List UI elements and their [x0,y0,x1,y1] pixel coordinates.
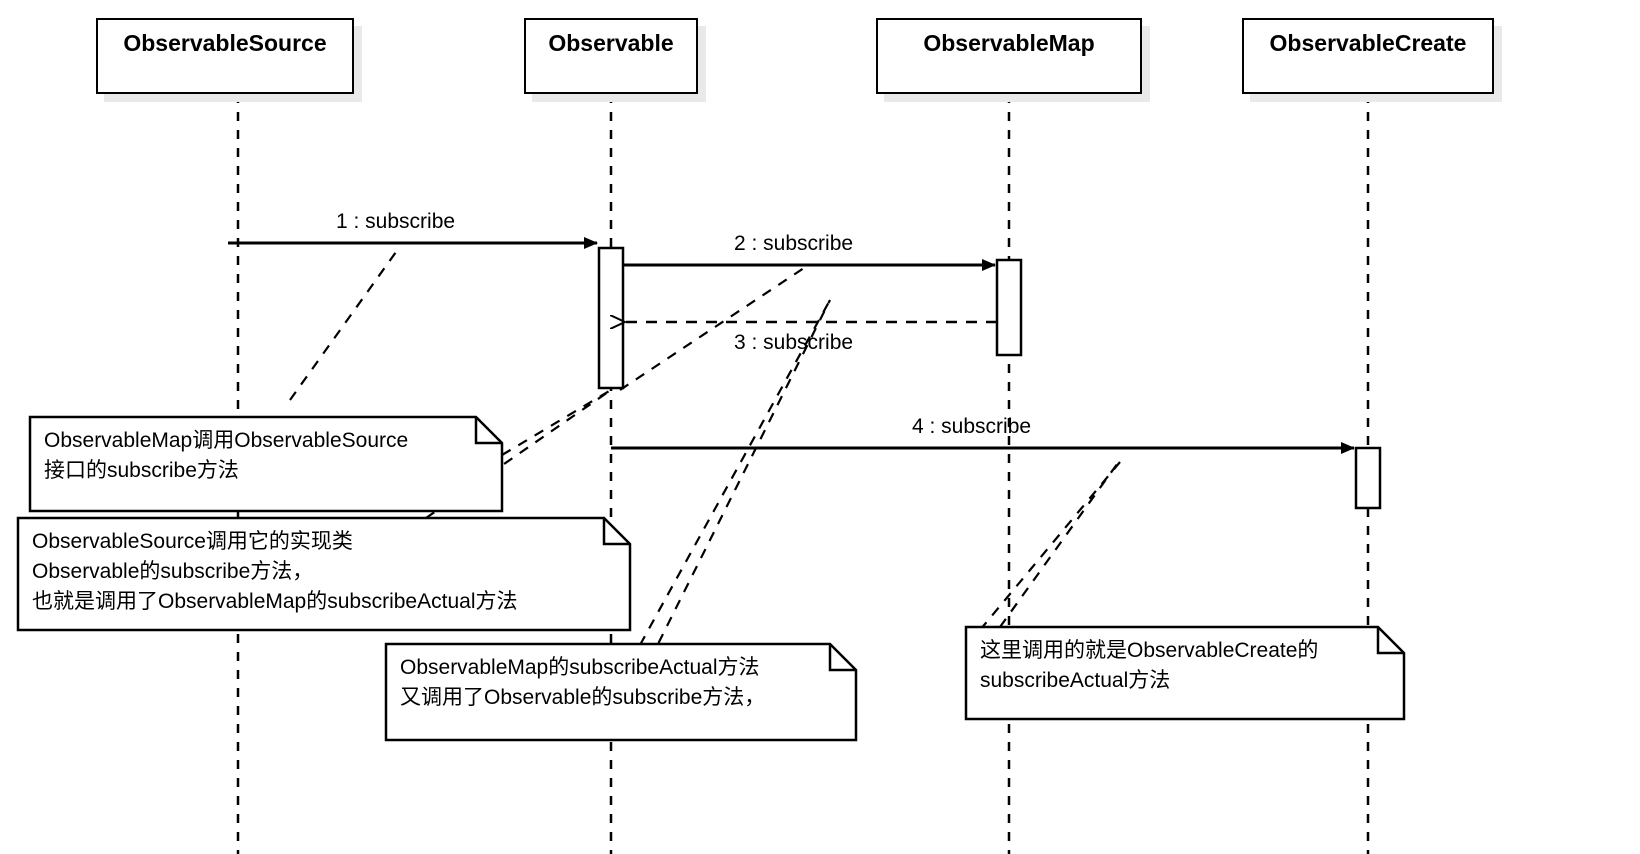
lifeline-header-observable-map[interactable]: ObservableMap [876,18,1142,94]
note-map-subscribeactual-body [384,642,858,742]
lifeline-title-observable-map: ObservableMap [923,30,1095,56]
annotation-leader-link-3 [639,299,831,646]
lifeline-title-observable-source: ObservableSource [123,30,327,56]
note-map-subscribeactual-text: ObservableMap的subscribeActual方法 又调用了Obse… [400,656,766,709]
activation-observable-create [1354,446,1382,510]
lifeline-header-observable-source[interactable]: ObservableSource [96,18,354,94]
note-anchor-note-create-subscribeactual [999,459,1121,628]
note-create-subscribeactual[interactable]: 这里调用的就是ObservableCreate的 subscribeActual… [966,627,1404,719]
annotation-leader-link-1 [289,251,397,401]
note-create-subscribeactual-fold-icon [1376,627,1404,655]
note-source-calls-observable-fold-icon [602,518,630,546]
lifeline-title-observable-create: ObservableCreate [1269,30,1467,56]
annotation-links-layer [289,251,1121,661]
note-anchor-note-observablemap-calls-source [501,389,612,456]
lifeline-title-observable: Observable [548,30,674,56]
message-4-label: 4 : subscribe [912,415,1032,438]
lifeline-header-observable-create[interactable]: ObservableCreate [1242,18,1494,94]
note-create-subscribeactual-text: 这里调用的就是ObservableCreate的 subscribeActual… [980,639,1319,692]
lifeline-header-observable[interactable]: Observable [524,18,698,94]
note-source-calls-observable-text: ObservableSource调用它的实现类 Observable的subsc… [32,530,518,613]
annotation-leader-link-4 [979,461,1121,631]
note-observablemap-calls-source-fold-icon [474,417,502,445]
activations-layer [597,246,1382,510]
note-source-calls-observable[interactable]: ObservableSource调用它的实现类 Observable的subsc… [18,518,630,630]
note-map-subscribeactual[interactable]: ObservableMap的subscribeActual方法 又调用了Obse… [386,644,856,740]
messages-layer [228,237,1355,454]
message-3-label: 3 : subscribe [734,331,854,354]
note-source-calls-observable-body [16,516,632,632]
note-observablemap-calls-source[interactable]: ObservableMap调用ObservableSource 接口的subsc… [30,417,502,511]
note-observablemap-calls-source-body [28,415,504,513]
activation-observable [597,246,625,390]
note-create-subscribeactual-body [964,625,1406,721]
activation-observable-map [995,258,1023,357]
note-map-subscribeactual-fold-icon [828,644,856,672]
message-1-label: 1 : subscribe [336,210,456,233]
note-shapes-layer [16,415,1406,742]
note-observablemap-calls-source-text: ObservableMap调用ObservableSource 接口的subsc… [44,429,409,482]
message-2-label: 2 : subscribe [734,232,854,255]
annotation-leader-link-2 [619,263,811,391]
